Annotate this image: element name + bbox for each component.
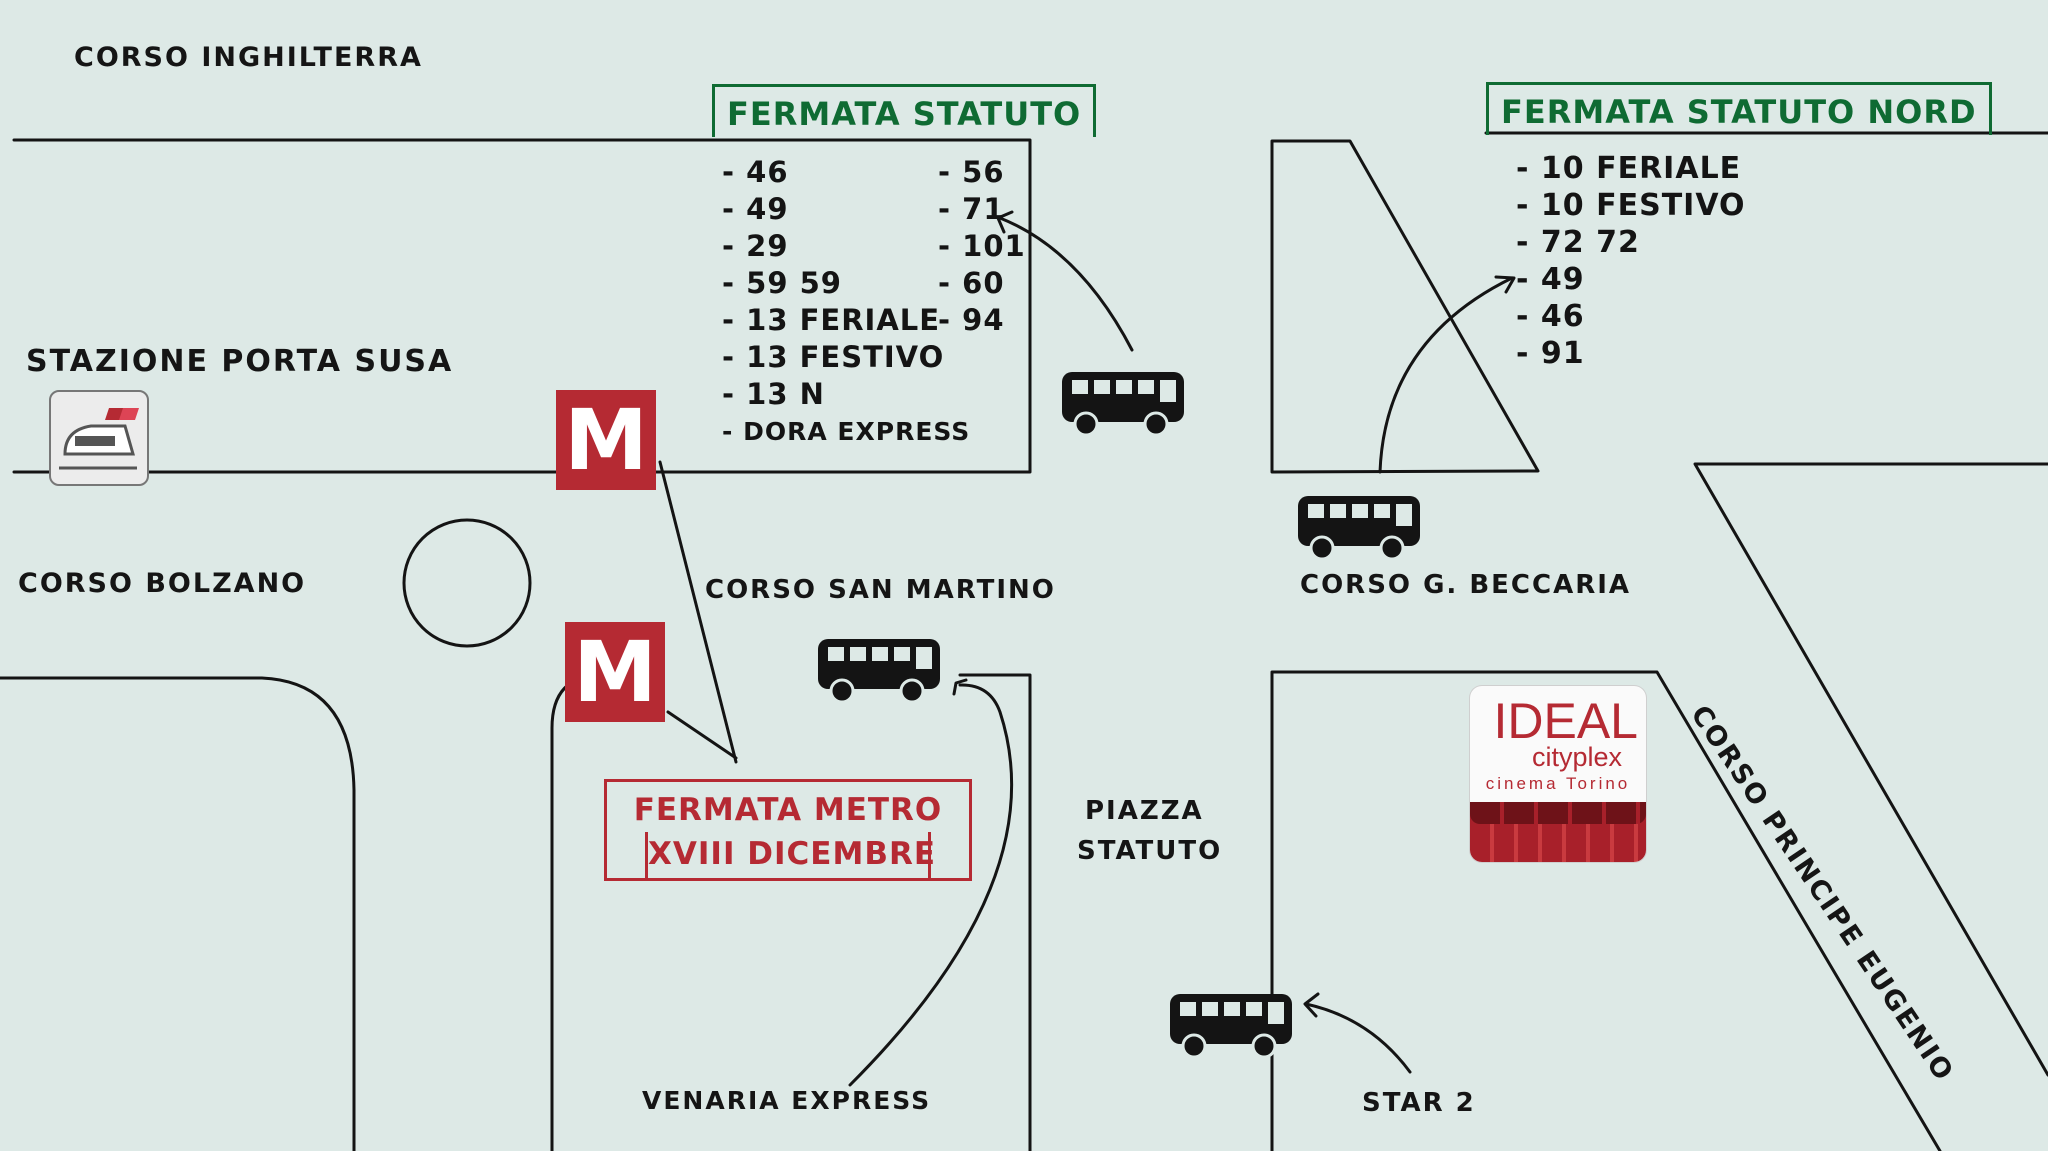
- route-item: 29: [722, 228, 970, 265]
- road-edge-san-martino-left: [550, 673, 642, 1151]
- station-label-porta-susa: STAZIONE PORTA SUSA: [26, 344, 454, 379]
- route-item: DORA EXPRESS: [722, 413, 970, 450]
- route-item: 56: [938, 154, 1026, 191]
- route-item: 59 59: [722, 265, 970, 302]
- roundabout: [402, 518, 532, 648]
- route-item: 13 FESTIVO: [722, 339, 970, 376]
- route-item: 10 FESTIVO: [1516, 187, 1746, 224]
- route-item: 72 72: [1516, 224, 1746, 261]
- metro-stop-label-line2: XVIII DICEMBRE: [645, 832, 935, 881]
- route-item: 10 FERIALE: [1516, 150, 1746, 187]
- routes-statuto-nord: 10 FERIALE 10 FESTIVO 72 72 49 46 91: [1516, 150, 1746, 372]
- route-item: 46: [1516, 298, 1746, 335]
- road-edge-trapezoid: [1270, 139, 1540, 474]
- road-edge-bolzano: [0, 676, 356, 1151]
- stop-title-statuto-nord: FERMATA STATUTO NORD: [1486, 82, 1992, 135]
- arrow-venaria-head: [952, 678, 968, 696]
- street-label-corso-inghilterra: CORSO INGHILTERRA: [74, 42, 423, 73]
- route-item: 49: [1516, 261, 1746, 298]
- route-item: 46: [722, 154, 970, 191]
- road-edge-inghilterra: [12, 138, 1032, 474]
- route-item: 60: [938, 265, 1026, 302]
- road-edge-san-martino-right: [958, 673, 1032, 1151]
- ideal-logo-name: IDEAL: [1493, 693, 1638, 749]
- metro-stop-label: FERMATA METRO XVIII DICEMBRE: [604, 779, 972, 881]
- route-item: 13 FERIALE: [722, 302, 970, 339]
- stop-title-statuto: FERMATA STATUTO: [712, 84, 1097, 137]
- route-item: 49: [722, 191, 970, 228]
- road-edge-beccaria-block: [1270, 670, 1942, 1151]
- street-label-corso-bolzano: CORSO BOLZANO: [18, 568, 307, 599]
- metro-connector-2: [666, 710, 738, 760]
- cinema-seats-graphic: [1470, 802, 1646, 862]
- ideal-cityplex-logo: IDEAL cityplex cinema Torino: [1470, 686, 1646, 862]
- road-edge-principe-eugenio: [1693, 462, 2048, 1077]
- metro-icon: M: [565, 622, 665, 722]
- bus-label-star2: STAR 2: [1362, 1088, 1476, 1118]
- route-item: 101: [938, 228, 1026, 265]
- metro-connector-1: [658, 460, 738, 764]
- route-item: 71: [938, 191, 1026, 228]
- metro-stop-label-line1: FERMATA METRO: [633, 792, 943, 828]
- train-station-icon: [49, 390, 149, 486]
- bus-label-venaria-express: VENARIA EXPRESS: [642, 1086, 932, 1115]
- arrow-star2-head: [1303, 992, 1320, 1018]
- arrow-venaria: [848, 683, 1014, 1087]
- bus-icon: [818, 639, 940, 704]
- metro-icon: M: [556, 390, 656, 490]
- street-label-corso-beccaria: CORSO G. BECCARIA: [1300, 570, 1632, 600]
- route-item: 94: [938, 302, 1026, 339]
- arrow-to-49: [1378, 276, 1514, 474]
- street-label-corso-san-martino: CORSO SAN MARTINO: [705, 575, 1056, 605]
- route-item: 13 N: [722, 376, 970, 413]
- routes-statuto-left: 46 49 29 59 59 13 FERIALE 13 FESTIVO 13 …: [722, 154, 970, 450]
- ideal-logo-sub: cityplex: [1531, 742, 1622, 772]
- routes-statuto-right: 56 71 101 60 94: [938, 154, 1026, 339]
- square-label-statuto: STATUTO: [1077, 836, 1223, 866]
- bus-icon: [1298, 496, 1420, 561]
- square-label-piazza: PIAZZA: [1085, 796, 1204, 826]
- arrow-to-49-head: [1494, 275, 1516, 294]
- ideal-logo-tagline: cinema Torino: [1485, 774, 1631, 793]
- bus-icon: [1062, 372, 1184, 437]
- bus-icon: [1170, 994, 1292, 1059]
- arrow-star2: [1304, 1002, 1412, 1074]
- route-item: 91: [1516, 335, 1746, 372]
